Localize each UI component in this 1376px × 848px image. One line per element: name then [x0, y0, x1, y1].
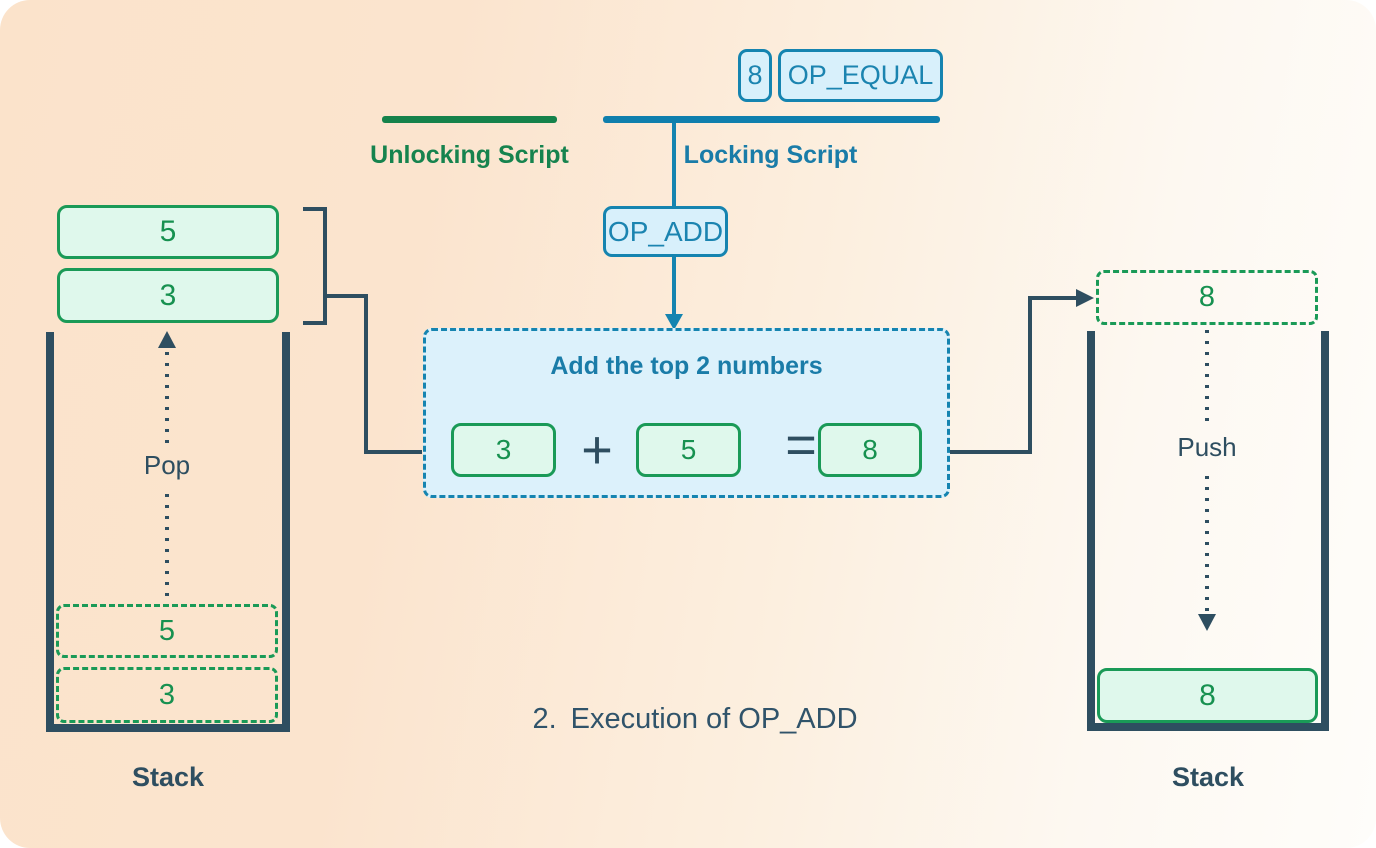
push-arrowhead	[1198, 614, 1216, 631]
popped-value-5: 5	[57, 205, 279, 259]
caption-number: 2.	[532, 703, 557, 735]
ghost-value-5: 5	[56, 604, 278, 658]
push-label: Push	[1177, 432, 1237, 462]
result-box: 8	[818, 423, 922, 477]
ghost-value-3: 3	[56, 667, 278, 723]
pop-arrowhead	[158, 331, 176, 348]
operand-1-box: 3	[451, 423, 556, 477]
locking-token-8: 8	[738, 49, 772, 102]
right-stack-label: Stack	[1171, 762, 1245, 792]
left-stack-container	[46, 332, 290, 732]
unlocking-script-label: Unlocking Script	[370, 141, 569, 169]
connector-right	[950, 296, 1078, 454]
connector-right-arrowhead	[1076, 289, 1094, 307]
equals-operator: =	[785, 415, 817, 475]
operation-title: Add the top 2 numbers	[550, 352, 823, 380]
pop-label: Pop	[143, 450, 191, 480]
locking-token-op-equal: OP_EQUAL	[778, 49, 943, 102]
caption-text: Execution of OP_ADD	[570, 703, 858, 735]
locking-script-label: Locking Script	[683, 141, 858, 169]
right-stack-container	[1087, 331, 1329, 731]
plus-operator: +	[581, 420, 613, 480]
diagram-caption: 2. Execution of OP_ADD	[420, 703, 970, 736]
unlocking-script-bar	[382, 116, 557, 123]
locking-script-bar	[603, 116, 940, 123]
pushed-value-8: 8	[1097, 668, 1318, 723]
pop-bracket	[303, 207, 327, 325]
operand-2-box: 5	[636, 423, 741, 477]
left-stack-label: Stack	[131, 762, 205, 792]
incoming-value-8: 8	[1096, 270, 1318, 325]
op-add-box: OP_ADD	[603, 206, 728, 257]
connector-left	[325, 294, 422, 454]
popped-value-3: 3	[57, 268, 279, 323]
op-add-arrowhead	[665, 314, 683, 330]
